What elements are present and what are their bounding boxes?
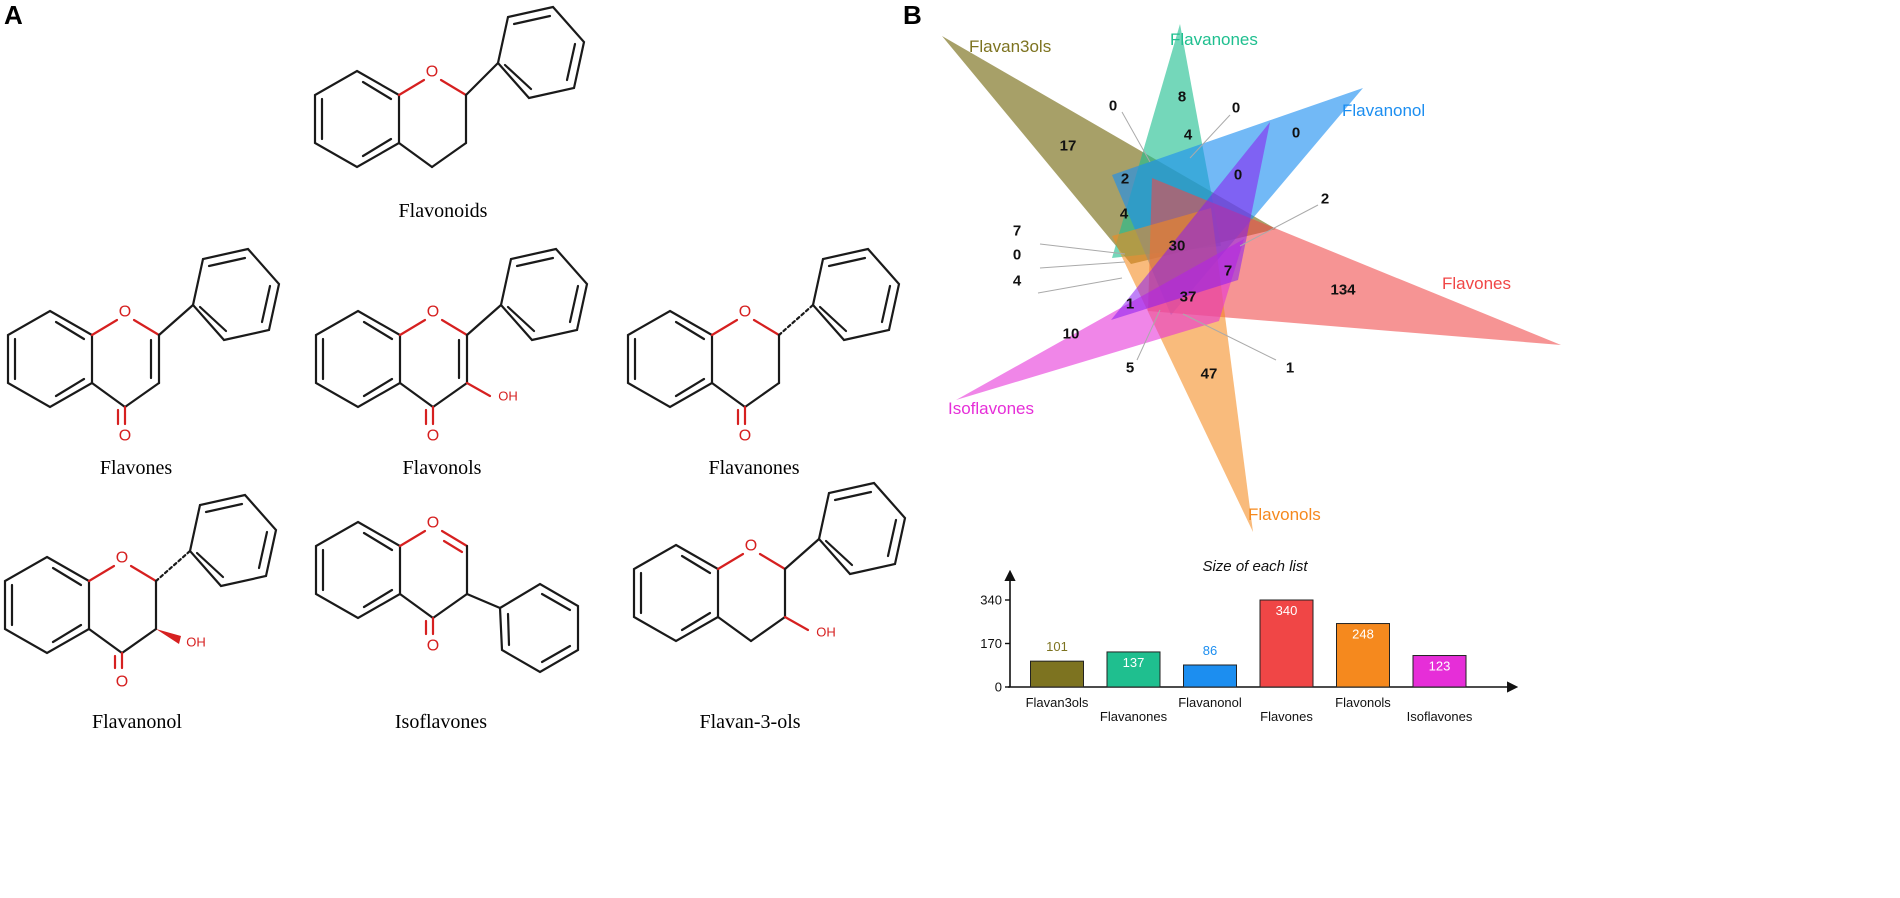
atom-oxygen: O [427,515,439,532]
atom-hydroxyl: OH [186,635,206,650]
atom-hydroxyl: OH [498,389,518,404]
venn-overlap-region [1111,122,1270,320]
structure-flavanonol: O O OH [3,493,278,691]
atom-hydroxyl: OH [816,625,836,640]
bar-isoflavones [1412,655,1467,688]
bar-value-label: 123 [1429,659,1451,674]
venn-count: 2 [1321,191,1329,208]
structure-flavan-3-ols: O OH [632,481,907,643]
venn-count: 10 [1063,326,1080,343]
chemical-structures: O Flavonoids O O Flavones [3,5,907,733]
venn-label-flavones: Flavones [1442,274,1511,293]
structure-flavonols: O O OH [314,247,589,445]
venn-count: 4 [1013,273,1022,290]
structure-label-flavones: Flavones [100,457,172,479]
structure-flavonoids: O [313,5,586,169]
category-label: Flavanonol [1178,695,1242,710]
venn-label-flavanones: Flavanones [1170,30,1258,49]
venn-label-flavanonol: Flavanonol [1342,101,1425,120]
venn-count: 0 [1013,247,1021,264]
venn-count: 134 [1330,282,1356,299]
y-tick-label: 170 [980,636,1002,651]
atom-oxygen: O [119,304,131,321]
category-label: Flavan3ols [1026,695,1089,710]
venn-count: 4 [1120,206,1129,223]
y-ticks: 0 170 340 [980,593,1010,695]
bar-flavanones [1106,651,1161,688]
category-label: Flavonols [1335,695,1391,710]
venn-count: 0 [1232,100,1240,117]
structure-label-flavanonol: Flavanonol [92,711,182,733]
atom-oxygen: O [116,674,128,691]
venn-label-flavan3ols: Flavan3ols [969,37,1051,56]
venn-count: 0 [1292,125,1300,142]
venn-count: 7 [1224,263,1232,280]
structure-isoflavones: O O [314,515,580,674]
atom-oxygen: O [427,428,439,445]
bar-value-label: 340 [1276,603,1298,618]
venn-count: 8 [1178,89,1186,106]
bar-flavan3ols [1030,660,1084,688]
structure-flavanones: O O [626,247,901,445]
panel-letter-b: B [903,0,922,30]
atom-oxygen: O [119,428,131,445]
bar-chart: Size of each list 0 170 340 101 137 86 340 248… [980,558,1519,724]
venn-count: 4 [1184,127,1193,144]
venn-count: 1 [1126,296,1134,313]
venn-set-flavones [1148,178,1561,345]
y-tick-label: 0 [995,680,1002,695]
bar-value-label: 86 [1203,643,1217,658]
structure-label-flavonoids: Flavonoids [399,200,488,222]
atom-oxygen: O [739,428,751,445]
bar-flavones [1259,599,1314,688]
bar-value-label: 248 [1352,627,1374,642]
venn-label-isoflavones: Isoflavones [948,399,1034,418]
atom-oxygen: O [427,304,439,321]
venn-count: 0 [1234,167,1242,184]
bar-value-labels: 101 137 86 340 248 123 [1046,603,1450,674]
atom-oxygen: O [426,64,438,81]
structure-label-isoflavones: Isoflavones [395,711,487,733]
bar-value-label: 101 [1046,639,1068,654]
venn-label-flavonols: Flavonols [1248,505,1321,524]
venn-count: 0 [1109,98,1117,115]
atom-oxygen: O [739,304,751,321]
category-label: Flavones [1260,709,1313,724]
category-label: Isoflavones [1407,709,1473,724]
chart-title: Size of each list [1202,558,1308,575]
bar-flavanonol [1183,664,1237,688]
venn-count: 17 [1060,138,1077,155]
venn-count: 30 [1169,238,1186,255]
venn-count: 1 [1286,360,1294,377]
y-tick-label: 340 [980,593,1002,608]
structure-label-flavanones: Flavanones [708,457,799,479]
venn-count: 47 [1201,366,1218,383]
bar-flavonols [1336,623,1390,688]
venn-diagram: Flavan3ols Flavanones Flavanonol Flavone… [942,24,1561,532]
venn-count: 37 [1180,289,1197,306]
panel-letter-a: A [4,0,23,30]
venn-count: 2 [1121,171,1129,188]
atom-oxygen: O [745,538,757,555]
structure-flavones: O O [6,247,281,445]
structure-label-flavonols: Flavonols [403,457,482,479]
venn-count: 5 [1126,360,1134,377]
venn-count: 7 [1013,223,1021,240]
atom-oxygen: O [116,550,128,567]
category-label: Flavanones [1100,709,1168,724]
bar-value-label: 137 [1123,655,1145,670]
structure-label-flavan-3-ols: Flavan-3-ols [699,711,800,733]
atom-oxygen: O [427,638,439,655]
bars [1030,599,1467,688]
